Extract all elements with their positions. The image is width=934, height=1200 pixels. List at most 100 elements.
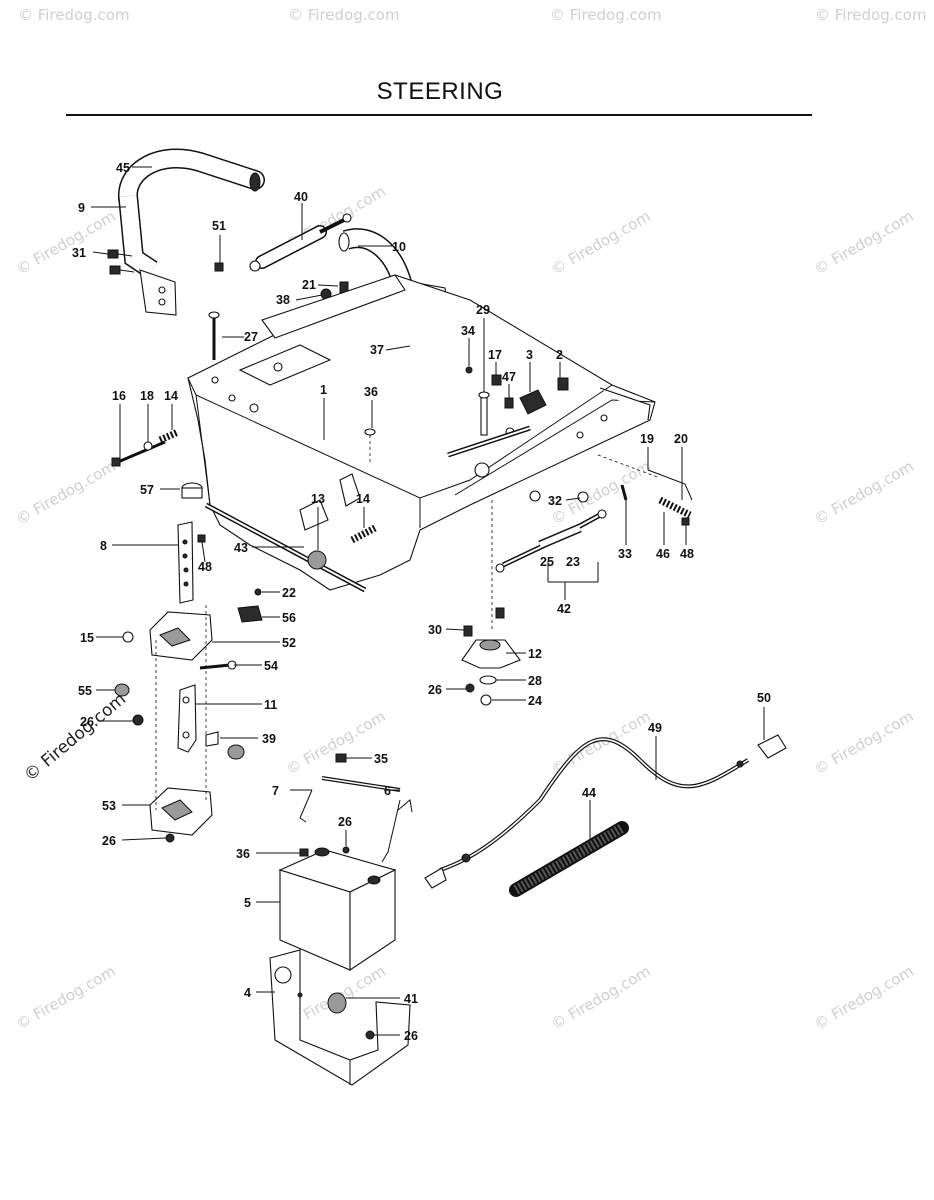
callout: 14 [164, 389, 178, 403]
watermark: © Firedog.com [13, 457, 119, 528]
callout: 50 [757, 691, 771, 705]
callout: 26 [102, 834, 116, 848]
watermark: © Firedog.com [815, 6, 927, 24]
watermark: © Firedog.com [283, 707, 389, 778]
callout: 28 [528, 674, 542, 688]
cable-49 [424, 734, 787, 889]
callout: 33 [618, 547, 632, 561]
watermark: © Firedog.com [548, 962, 654, 1033]
callout: 11 [264, 698, 277, 712]
callout: 35 [374, 752, 388, 766]
watermark: © Firedog.com [811, 457, 917, 528]
bolt-27 [208, 311, 220, 360]
callout: 36 [364, 385, 378, 399]
callout: 29 [476, 303, 490, 317]
watermark: © Firedog.com [18, 6, 130, 24]
callout: 26 [80, 715, 94, 729]
callout: 24 [528, 694, 542, 708]
mount-12 [461, 500, 521, 706]
callout: 56 [282, 611, 296, 625]
callout: 26 [428, 683, 442, 697]
callout: 7 [272, 784, 279, 798]
callout: 42 [557, 602, 571, 616]
callout: 43 [234, 541, 248, 555]
callout: 6 [384, 784, 391, 798]
callout: 1 [320, 383, 327, 397]
battery-5 [278, 846, 397, 972]
callout: 46 [656, 547, 670, 561]
watermark: © Firedog.com [288, 6, 400, 24]
watermark: © Firedog.com [811, 707, 917, 778]
frame-1 [187, 274, 656, 591]
pins-and-switches [364, 366, 569, 465]
callout: 17 [488, 348, 502, 362]
callout: 21 [302, 278, 316, 292]
callout: 37 [370, 343, 384, 357]
battery-holddown [299, 753, 413, 863]
callout: 53 [102, 799, 116, 813]
callout: 8 [100, 539, 107, 553]
callout: 3 [526, 348, 533, 362]
watermark: © Firedog.com [811, 962, 917, 1033]
callout: 52 [282, 636, 296, 650]
callout: 14 [356, 492, 370, 506]
callout: 20 [674, 432, 688, 446]
handle-bar-left [118, 148, 265, 316]
callout: 27 [244, 330, 258, 344]
callout: 48 [198, 560, 212, 574]
bolts-31 [107, 249, 135, 275]
callout: 45 [116, 161, 130, 175]
watermark: © Firedog.com [811, 207, 917, 278]
callout-labels: 45 9 31 40 51 10 21 38 27 37 29 34 17 3 … [72, 161, 771, 1043]
callout: 39 [262, 732, 276, 746]
title-rule [66, 114, 812, 116]
callout: 51 [212, 219, 226, 233]
callout: 54 [264, 659, 278, 673]
callout: 44 [582, 786, 596, 800]
watermark: © Firedog.com [13, 207, 119, 278]
callout: 26 [338, 815, 352, 829]
callout: 12 [528, 647, 542, 661]
callout: 30 [428, 623, 442, 637]
callout: 9 [78, 201, 85, 215]
watermark: © Firedog.com [548, 207, 654, 278]
battery-tray-4 [269, 949, 411, 1086]
gas-strut-40 [249, 213, 352, 272]
callout: 10 [392, 240, 406, 254]
callout: 47 [502, 370, 516, 384]
callout: 23 [566, 555, 580, 569]
watermark: © Firedog.com [13, 962, 119, 1033]
leader-lines [91, 166, 765, 1036]
nut-51 [214, 262, 224, 272]
bracket-8 [177, 521, 206, 604]
callout: 16 [112, 389, 126, 403]
bolt-spring-left [111, 428, 180, 467]
callout: 49 [648, 721, 662, 735]
clamp-52 [122, 588, 263, 661]
page-title: STEERING [376, 78, 504, 105]
callout: 31 [72, 246, 86, 260]
base-53 [149, 605, 213, 843]
callout: 34 [461, 324, 475, 338]
callout: 57 [140, 483, 154, 497]
callout: 5 [244, 896, 251, 910]
parts-artwork [107, 148, 787, 1086]
callout: 15 [80, 631, 94, 645]
callout: 55 [78, 684, 92, 698]
callout: 2 [556, 348, 563, 362]
wire-loom-44 [509, 821, 629, 897]
callout: 41 [404, 992, 418, 1006]
callout: 19 [640, 432, 654, 446]
callout: 36 [236, 847, 250, 861]
callout: 4 [244, 986, 251, 1000]
linkage-right [529, 454, 693, 526]
watermark: © Firedog.com [550, 6, 662, 24]
bracket-11 [114, 660, 245, 760]
callout: 13 [311, 492, 325, 506]
side-watermark: © Firedog.com [20, 689, 130, 786]
callout: 40 [294, 190, 308, 204]
callout: 48 [680, 547, 694, 561]
callout: 26 [404, 1029, 418, 1043]
callout: 32 [548, 494, 562, 508]
